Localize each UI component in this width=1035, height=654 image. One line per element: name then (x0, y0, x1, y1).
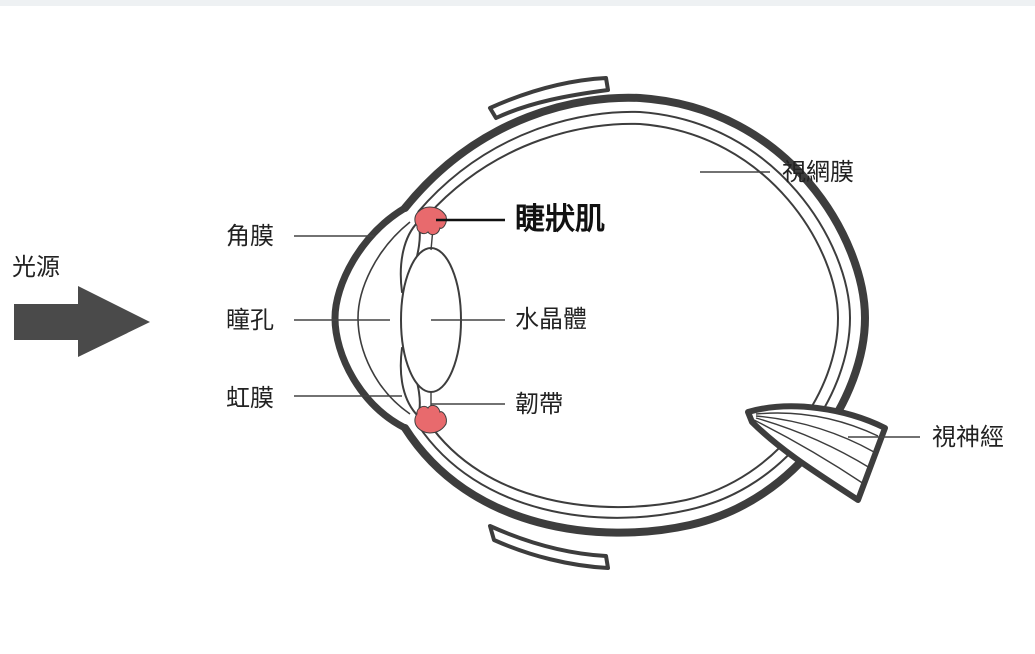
optic-nerve-fiber-1 (755, 412, 879, 437)
upper-lid (488, 76, 610, 120)
choroid-layer (417, 110, 852, 519)
lower-lid (488, 524, 610, 570)
retina-layer (427, 122, 840, 508)
light-arrow (14, 286, 150, 357)
iris-label: 虹膜 (226, 384, 274, 412)
light-source-label: 光源 (12, 253, 60, 281)
ciliary-muscle-top (414, 206, 447, 236)
cornea-inner (357, 221, 411, 415)
zonule-label: 韌帶 (515, 390, 563, 418)
cornea-shape (331, 204, 409, 432)
retina-label: 視網膜 (782, 158, 854, 186)
cornea-label: 角膜 (226, 222, 274, 250)
optic-nerve-fiber-4 (753, 419, 865, 485)
pupil-label: 瞳孔 (226, 306, 274, 334)
ciliary-muscle-bottom (414, 404, 447, 434)
sclera-outer (401, 93, 870, 537)
optic-nerve-fiber-3 (755, 417, 871, 469)
optic-nerve-shape (745, 403, 888, 503)
top-band (0, 0, 1035, 6)
optic-nerve-label: 視神經 (932, 423, 1004, 451)
lens-label: 水晶體 (515, 305, 587, 333)
ciliary-muscle-label: 睫狀肌 (515, 202, 605, 237)
optic-nerve-fiber-2 (755, 415, 875, 453)
